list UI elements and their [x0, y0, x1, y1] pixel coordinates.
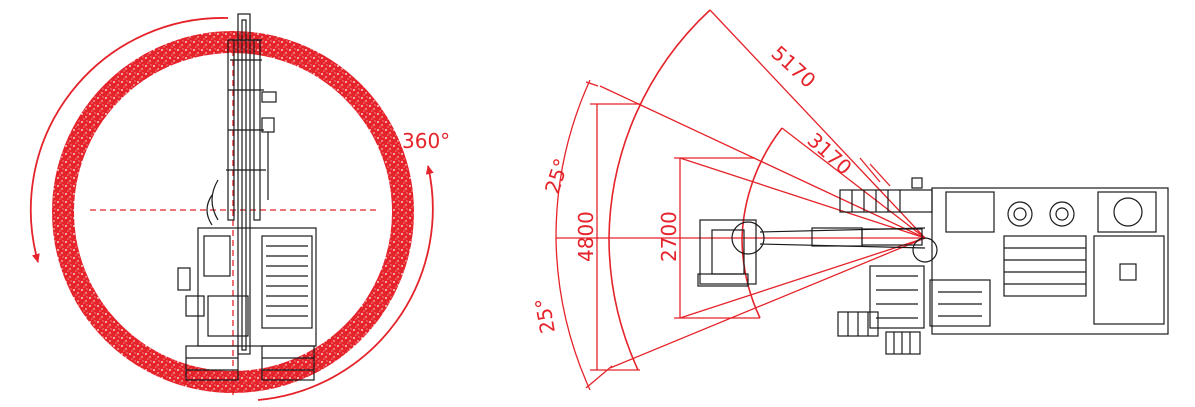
width-dimension-inner: [674, 157, 760, 319]
angle-tick-top: [585, 81, 599, 87]
radius-inner-label: 3170: [803, 128, 857, 180]
radius-outer-label: 5170: [767, 41, 821, 93]
angle-upper-label: 25°: [540, 155, 574, 196]
rotation-arc-left: [29, 17, 229, 263]
width-inner-label: 2700: [657, 211, 681, 262]
reach-radials: [556, 9, 926, 369]
top-view: 5170 3170 4800 2700 25° 25°: [530, 9, 1169, 391]
front-view: 360°: [29, 13, 450, 401]
outer-reach-arc: [608, 9, 711, 371]
machine-top-view: [697, 177, 1169, 355]
angle-tick-bottom: [585, 365, 613, 389]
machine-front-view: [177, 13, 317, 381]
rotation-angle-label: 360°: [402, 129, 450, 153]
width-outer-label: 4800: [574, 211, 598, 262]
width-dimension-outer: [590, 103, 640, 371]
rotation-arc-right: [257, 165, 434, 401]
swing-angle-arc: [555, 79, 591, 391]
inner-reach-arc: [741, 127, 783, 319]
angle-lower-label: 25°: [530, 296, 560, 335]
